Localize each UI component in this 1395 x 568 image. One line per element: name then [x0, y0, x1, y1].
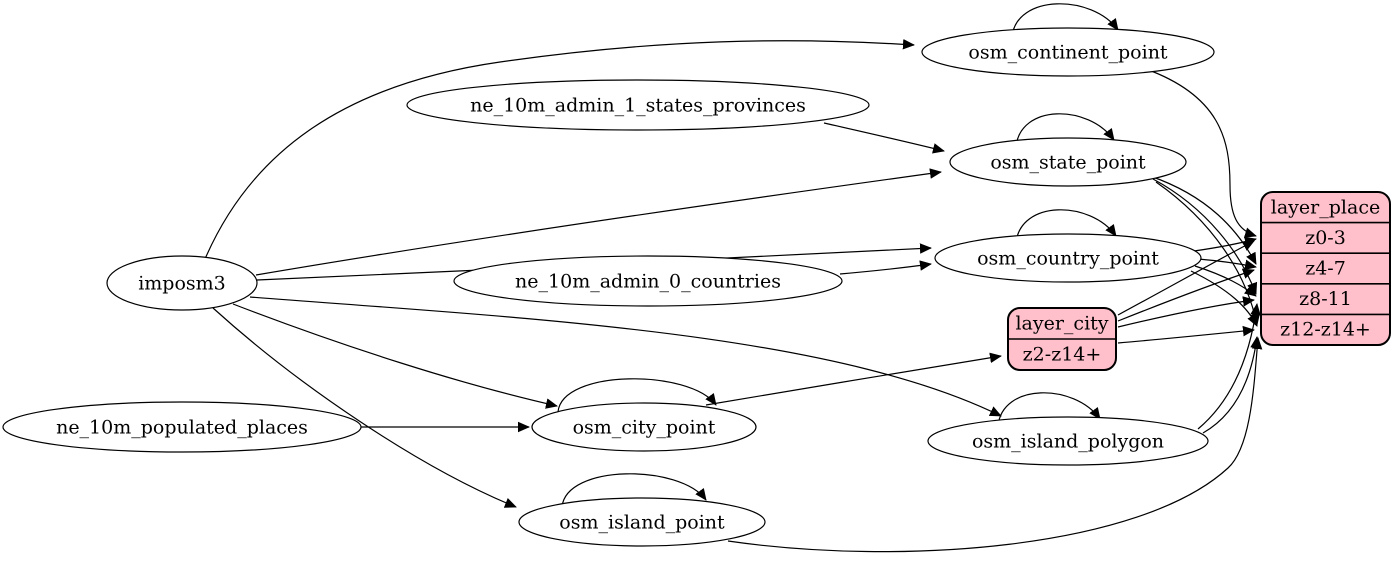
node-shape-osm_city_point	[531, 402, 757, 452]
node-label-osm_state_point: osm_state_point	[990, 152, 1146, 174]
edge-imposm3-to-osm_island_point	[212, 307, 517, 508]
edge-selfloop-osm_state_point	[1015, 113, 1115, 148]
record-layer_city: layer_city z2-z14+	[1007, 307, 1117, 371]
edge-selfloop-osm_continent_point	[1011, 3, 1119, 38]
record-row-layer_city-z2-z14+: z2-z14+	[1023, 344, 1102, 366]
edge-osm_island_point-to-layer_place:z12-z14+	[727, 337, 1263, 553]
edge-osm_state_point-to-layer_place:z8-11	[1152, 178, 1258, 295]
node-shape-osm_island_point	[518, 497, 766, 547]
edge-osm_country_point-to-layer_place:z12-z14+	[1190, 270, 1258, 327]
edge-imposm3-to-osm_continent_point	[204, 39, 915, 260]
record-row-layer_place-z12-z14+: z12-z14+	[1280, 319, 1371, 341]
node-shape-osm_island_polygon	[927, 416, 1209, 466]
edge-osm_continent_point-to-layer_place:z0-3	[1145, 68, 1257, 238]
edge-layer_city-to-layer_place:z12-z14+	[1117, 325, 1255, 344]
edge-imposm3-to-osm_island_polygon	[249, 296, 1002, 417]
node-label-osm_island_point: osm_island_point	[559, 512, 725, 534]
node-shape-ne_10m_admin_1_states_provinces	[406, 79, 870, 131]
record-row-layer_place-z8-11: z8-11	[1299, 288, 1352, 310]
record-header-layer_place: layer_place	[1271, 196, 1380, 218]
edge-layer_city-to-layer_place:z0-3	[1117, 240, 1255, 316]
node-label-imposm3: imposm3	[138, 273, 226, 295]
record-row-layer_place-z0-3: z0-3	[1305, 227, 1346, 249]
record-shape-layer_place	[1260, 191, 1391, 346]
edge-selfloop-osm_country_point	[1015, 209, 1117, 244]
node-osm_state_point: osm_state_point	[949, 137, 1187, 187]
edge-selfloop-osm_island_polygon	[997, 392, 1101, 427]
edge-osm_state_point-to-layer_place:z4-7	[1149, 175, 1257, 265]
edge-selfloop-osm_island_point	[561, 473, 707, 508]
edge-imposm3-to-osm_city_point	[232, 303, 558, 409]
node-label-ne_10m_admin_1_states_provinces: ne_10m_admin_1_states_provinces	[470, 95, 806, 117]
node-ne_10m_populated_places: ne_10m_populated_places	[2, 401, 362, 453]
node-imposm3: imposm3	[106, 255, 258, 311]
edge-osm_country_point-to-layer_place:z4-7	[1197, 258, 1257, 271]
record-layer_place: layer_place z0-3 z4-7 z8-11 z12-z14+	[1260, 191, 1391, 346]
nodes-layer: imposm3 ne_10m_admin_1_states_provincesne…	[2, 27, 1391, 547]
record-header-layer_city: layer_city	[1015, 313, 1108, 335]
node-ne_10m_admin_0_countries: ne_10m_admin_0_countries	[453, 255, 843, 307]
node-shape-ne_10m_admin_0_countries	[453, 255, 843, 307]
node-osm_country_point: osm_country_point	[934, 233, 1202, 283]
edges-layer	[204, 3, 1263, 553]
edge-osm_city_point-to-layer_city:z2-z14+	[705, 352, 1002, 406]
edge-layer_city-to-layer_place:z8-11	[1117, 296, 1255, 328]
node-shape-osm_country_point	[934, 233, 1202, 283]
node-label-ne_10m_admin_0_countries: ne_10m_admin_0_countries	[515, 271, 781, 293]
node-label-osm_island_polygon: osm_island_polygon	[972, 431, 1164, 453]
edge-imposm3-to-osm_state_point	[255, 168, 942, 276]
node-label-osm_city_point: osm_city_point	[573, 417, 716, 439]
node-osm_continent_point: osm_continent_point	[921, 27, 1215, 77]
node-osm_island_point: osm_island_point	[518, 497, 766, 547]
edge-osm_island_polygon-to-layer_place:z8-11	[1197, 303, 1261, 430]
node-ne_10m_admin_1_states_provinces: ne_10m_admin_1_states_provinces	[406, 79, 870, 131]
record-row-layer_place-z4-7: z4-7	[1305, 258, 1346, 280]
node-label-osm_continent_point: osm_continent_point	[968, 42, 1168, 64]
node-shape-osm_continent_point	[921, 27, 1215, 77]
node-label-ne_10m_populated_places: ne_10m_populated_places	[56, 417, 308, 439]
node-shape-osm_state_point	[949, 137, 1187, 187]
edge-ne_10m_admin_0_countries-to-osm_country_point	[839, 260, 932, 275]
edge-selfloop-osm_city_point	[557, 378, 717, 413]
node-osm_city_point: osm_city_point	[531, 402, 757, 452]
edge-osm_country_point-to-layer_place:z0-3	[1193, 236, 1257, 252]
node-label-osm_country_point: osm_country_point	[977, 248, 1159, 270]
node-shape-ne_10m_populated_places	[2, 401, 362, 453]
node-shape-imposm3	[106, 255, 258, 311]
edge-layer_city-to-layer_place:z4-7	[1117, 268, 1255, 322]
edge-ne_10m_admin_1_states_provinces-to-osm_state_point	[823, 122, 945, 154]
node-osm_island_polygon: osm_island_polygon	[927, 416, 1209, 466]
